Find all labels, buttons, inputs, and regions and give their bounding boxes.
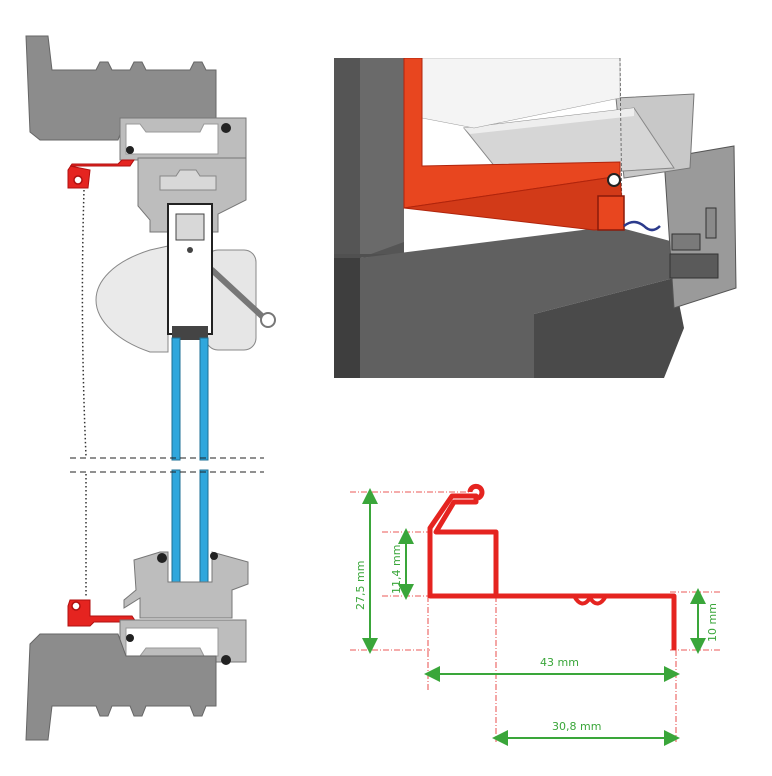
dim-width-partial: 30,8 mm <box>492 720 680 746</box>
dim-height-inner: 11,4 mm <box>390 528 414 600</box>
glazing-bead-top <box>167 203 213 340</box>
dim-height-total: 27,5 mm <box>354 488 378 654</box>
top-red-profile <box>67 159 135 189</box>
height-total-label: 27,5 mm <box>354 561 367 610</box>
width-partial-label: 30,8 mm <box>552 720 601 733</box>
upper-sash-profile <box>137 157 247 233</box>
profile-dimension-drawing: 27,5 mm 11,4 mm 10 mm 43 mm 30,8 mm <box>330 470 750 770</box>
window-cross-section <box>0 0 320 772</box>
sill-top <box>360 226 674 378</box>
height-inner-label: 11,4 mm <box>390 545 403 594</box>
bottom-frame-profile <box>25 619 247 741</box>
profile-3d-render <box>334 57 740 378</box>
bottom-red-profile <box>67 599 137 627</box>
dotted-cord <box>81 189 87 598</box>
dim-width-total: 43 mm <box>424 656 680 682</box>
break-lines <box>70 457 264 473</box>
lower-sash-profile <box>123 551 249 619</box>
reference-lines <box>350 491 722 742</box>
gasket-3d <box>623 220 661 232</box>
red-profile-outline <box>427 483 677 650</box>
window-handle <box>95 245 276 353</box>
dim-height-flange: 10 mm <box>690 588 719 654</box>
width-total-label: 43 mm <box>540 656 579 669</box>
top-frame-profile <box>25 35 247 161</box>
height-flange-label: 10 mm <box>706 603 719 642</box>
sill-front <box>534 278 684 378</box>
glass-panes <box>171 337 209 583</box>
